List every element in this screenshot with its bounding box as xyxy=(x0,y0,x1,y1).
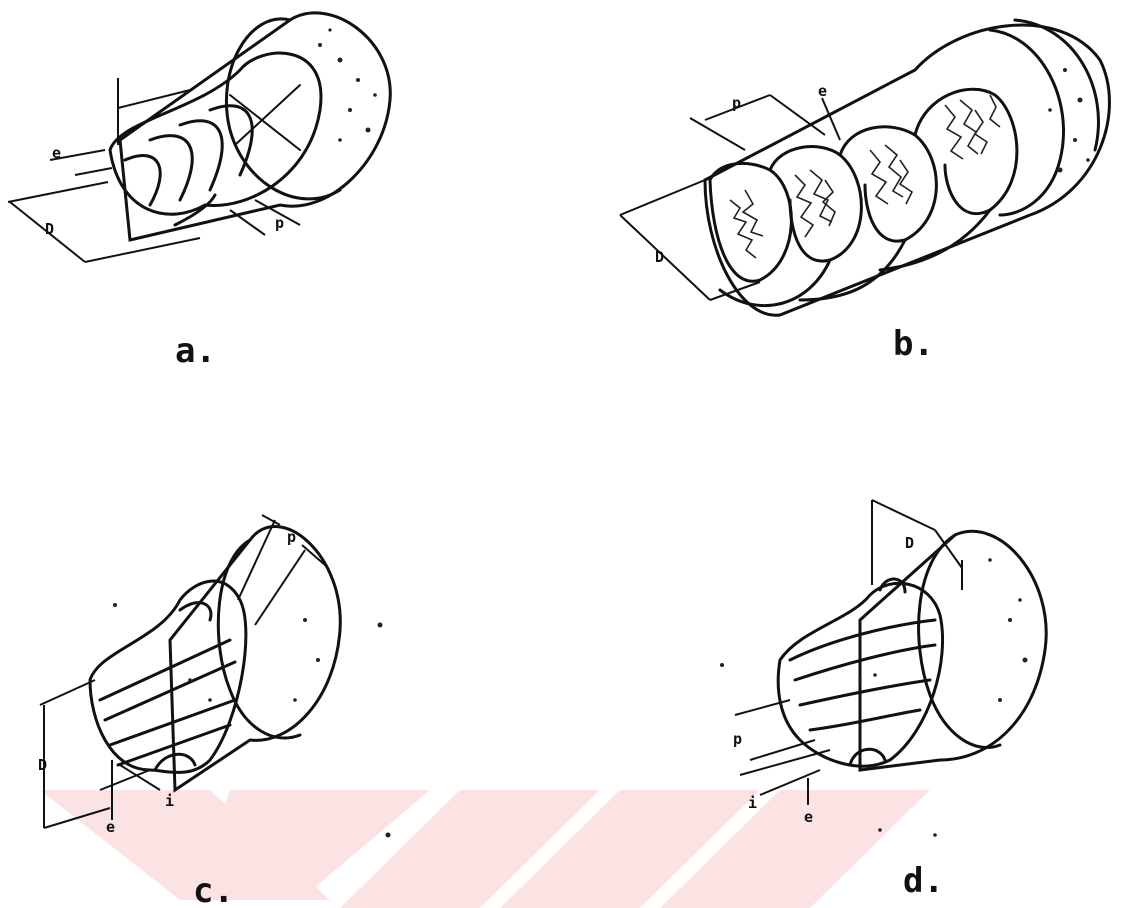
panel-a-dim-e: e xyxy=(52,144,61,162)
panel-b-tube-end xyxy=(988,28,1065,217)
panel-a-label: a. xyxy=(175,331,216,371)
panel-b-dim-p: p xyxy=(732,94,741,112)
panel-b-segments xyxy=(708,87,1019,307)
panel-a-dim-d: D xyxy=(45,220,54,238)
panel-d-dim-p: p xyxy=(733,730,742,748)
panel-d-dim-i: i xyxy=(748,794,757,812)
panel-b-dim-d: D xyxy=(655,248,664,266)
panel-b-dimensions xyxy=(619,94,841,301)
panel-d-dimensions xyxy=(734,499,963,805)
panel-c-dim-i: i xyxy=(165,792,174,810)
panel-c-dim-d: D xyxy=(38,756,47,774)
panel-d-tube-end xyxy=(917,533,1002,750)
panel-d-tube-body xyxy=(858,529,1048,772)
panel-c-tube-body xyxy=(168,525,342,793)
panel-a-dim-p: p xyxy=(275,214,284,232)
panel-d-ribs xyxy=(788,577,937,767)
panel-a-texture xyxy=(318,28,377,142)
panel-d-dim-d: D xyxy=(905,534,914,552)
panel-b-diagram: p e D b. xyxy=(619,18,1111,364)
panel-c-ribs xyxy=(98,601,237,772)
panel-c-dim-p: p xyxy=(287,528,296,546)
panel-d-dim-e: e xyxy=(804,808,813,826)
panel-b-dim-e: e xyxy=(818,82,827,100)
panel-a-tube-end xyxy=(225,17,342,201)
panel-d-cut-edge xyxy=(776,581,945,768)
panel-c-cut-edge xyxy=(88,579,248,774)
panel-c-texture xyxy=(113,603,391,838)
panel-a-ribs xyxy=(123,84,301,227)
panel-b-texture xyxy=(1048,68,1090,173)
panel-b-label: b. xyxy=(893,324,934,364)
panel-c-dimensions xyxy=(39,514,326,829)
watermark xyxy=(40,790,930,908)
panel-d-texture xyxy=(720,558,1028,837)
panel-c-diagram: p D e i c. xyxy=(38,514,391,908)
panel-a-diagram: e D p a. xyxy=(7,11,392,371)
panel-a-cut-edge xyxy=(108,51,323,216)
panel-a-dimensions xyxy=(7,78,301,263)
panel-b-fill-texture xyxy=(729,94,1001,259)
panel-d-label: d. xyxy=(903,861,944,901)
panel-c-label: c. xyxy=(193,871,234,908)
panel-c-tube-end xyxy=(216,538,302,740)
panel-d-diagram: D p i e d. xyxy=(720,499,1048,901)
panel-c-dim-e: e xyxy=(106,818,115,836)
